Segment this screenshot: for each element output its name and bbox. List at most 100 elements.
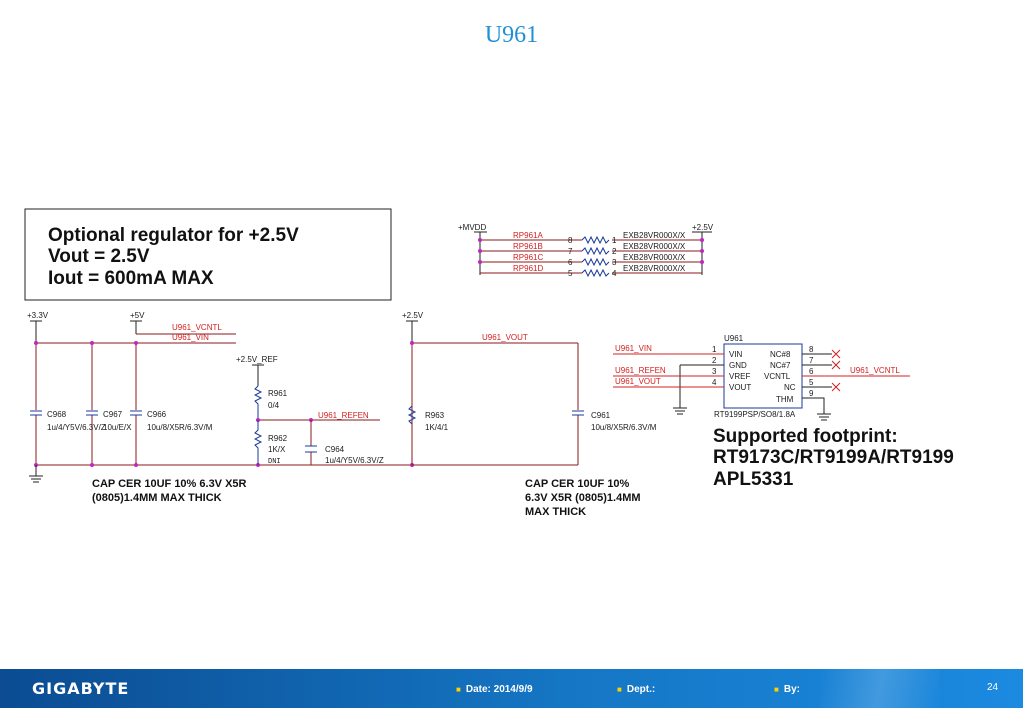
nc-cross-icon: [831, 349, 841, 392]
junction-dot: [410, 341, 414, 345]
rpack-row: RP961A 8 1 EXB28VR000X/X: [478, 231, 704, 245]
ic-pin-name: VREF: [729, 372, 750, 381]
ic-pin-num: 5: [809, 378, 814, 387]
note-line-1: Optional regulator for +2.5V: [48, 225, 299, 246]
rpack-ref: RP961A: [513, 231, 543, 240]
net-label-vin-ic: U961_VIN: [615, 344, 652, 353]
bullet-icon: ■: [456, 685, 461, 694]
component-ref: C966: [147, 410, 167, 419]
ic-pin-name: VOUT: [729, 383, 751, 392]
net-label-refen-ic: U961_REFEN: [615, 366, 666, 375]
note-line-2: Vout = 2.5V: [48, 246, 150, 267]
rpack-row: RP961C 6 3 EXB28VR000X/X: [478, 253, 704, 267]
component-ref: R961: [268, 389, 288, 398]
footer-dept-text: Dept.:: [626, 684, 656, 695]
ic-pin-num: 3: [712, 367, 717, 376]
component-value: 0/4: [268, 401, 280, 410]
rpack-pin-right: 4: [612, 269, 617, 278]
rpack-pin-left: 8: [568, 236, 573, 245]
bullet-icon: ■: [774, 685, 779, 694]
net-label-vout-left: U961_VOUT: [482, 333, 528, 342]
rail-label-mvdd: +MVDD: [458, 223, 486, 232]
cap-note-left-line-1: CAP CER 10UF 10% 6.3V X5R: [92, 478, 247, 490]
junction-dot: [90, 341, 94, 345]
cap-note-right-line-3: MAX THICK: [525, 506, 586, 518]
junction-dot: [134, 463, 138, 467]
ic-pin-num: 8: [809, 345, 814, 354]
ic-pin-num: 9: [809, 389, 814, 398]
component-value: 1K/4/1: [425, 423, 449, 432]
cap-note-right-line-2: 6.3V X5R (0805)1.4MM: [525, 492, 641, 504]
component-ref: C968: [47, 410, 67, 419]
component-ref: C961: [591, 411, 611, 420]
rpack-pin-right: 2: [612, 247, 617, 256]
footprint-note: Supported footprint: RT9173C/RT9199A/RT9…: [713, 426, 954, 490]
rail-label-3v3: +3.3V: [27, 311, 49, 320]
ic-body: [723, 343, 803, 409]
rpack-value: EXB28VR000X/X: [623, 242, 686, 251]
schematic: Optional regulator for +2.5V Vout = 2.5V…: [24, 208, 954, 518]
rpack-value: EXB28VR000X/X: [623, 231, 686, 240]
cap-note-left-line-2: (0805)1.4MM MAX THICK: [92, 492, 222, 504]
footprint-line-1: Supported footprint:: [713, 426, 898, 447]
ic-pin-name: THM: [776, 395, 794, 404]
junction-dot: [478, 260, 482, 264]
net-label-vcntl-ic: U961_VCNTL: [850, 366, 900, 375]
rpack-row: RP961D 5 4 EXB28VR000X/X: [480, 264, 702, 278]
net-label-vin-left: U961_VIN: [172, 333, 209, 342]
component-flag: DNI: [268, 458, 281, 466]
rpack-pin-right: 1: [612, 236, 617, 245]
output-network: +2.5V U961_VOUT R963 1K/4/1 C961 10u/8/X…: [402, 311, 657, 518]
rpack-row: RP961B 7 2 EXB28VR000X/X: [478, 242, 704, 256]
footer-bar: GIGABYTE ■ Date: 2014/9/9 ■Dept.: ■ By: 24: [0, 669, 1023, 708]
cap-note-right-line-1: CAP CER 10UF 10%: [525, 478, 630, 490]
rail-label-5v: +5V: [130, 311, 145, 320]
page-title: U961: [484, 22, 539, 48]
footer-date: ■ Date: 2014/9/9: [456, 684, 533, 695]
rail-label-2v5-pack: +2.5V: [692, 223, 714, 232]
ic-ref: U961: [724, 334, 744, 343]
note-line-3: Iout = 600mA MAX: [48, 268, 214, 289]
junction-dot: [478, 249, 482, 253]
net-label-vout-ic: U961_VOUT: [615, 377, 661, 386]
page-number: 24: [987, 682, 999, 693]
ic-pin-num: 2: [712, 356, 717, 365]
footprint-line-2: RT9173C/RT9199A/RT9199: [713, 447, 954, 468]
component-value: 10u/8/X5R/6.3V/M: [147, 423, 213, 432]
junction-dot: [700, 238, 704, 242]
ic-part-number: RT9199PSP/SO8/1.8A: [714, 410, 796, 419]
rpack-ref: RP961C: [513, 253, 543, 262]
rpack-ref: RP961B: [513, 242, 543, 251]
footer-by-text: By:: [783, 684, 800, 695]
component-value: 10u/E/X: [103, 423, 132, 432]
rpack-pin-left: 6: [568, 258, 573, 267]
capacitor-c966: C966 10u/8/X5R/6.3V/M: [130, 410, 213, 432]
ic-u961: U961 U961_VIN U961_REFEN U961_VOUT 1 2 3…: [613, 334, 910, 421]
ic-pin-num: 6: [809, 367, 814, 376]
ic-pin-num: 7: [809, 356, 814, 365]
component-ref: C967: [103, 410, 123, 419]
ground-symbol: [29, 465, 43, 483]
footer-shine: [820, 669, 940, 708]
resistor-pack: +MVDD +2.5V RP961A 8 1 EXB28VR000X/X RP9…: [458, 223, 714, 278]
footer-date-text: Date: 2014/9/9: [465, 684, 533, 695]
ic-pin-name: GND: [729, 361, 747, 370]
footer-by: ■ By:: [774, 684, 800, 695]
ic-pin-name: NC#8: [770, 350, 791, 359]
junction-dot: [134, 341, 138, 345]
footer-dept: ■Dept.:: [617, 684, 655, 695]
junction-dot: [478, 238, 482, 242]
junction-dot: [90, 463, 94, 467]
rail-label-2v5: +2.5V: [402, 311, 424, 320]
reference-divider: +2.5V_REF R961 0/4 U961_REFEN R962 1K/X …: [236, 355, 384, 466]
component-ref: C964: [325, 445, 345, 454]
junction-dot: [700, 260, 704, 264]
gigabyte-logo: GIGABYTE: [32, 679, 130, 698]
capacitor-c967: C967 10u/E/X: [86, 410, 132, 432]
net-label-vcntl-left: U961_VCNTL: [172, 323, 222, 332]
junction-dot: [34, 341, 38, 345]
component-ref: R963: [425, 411, 445, 420]
rpack-ref: RP961D: [513, 264, 543, 273]
ic-pin-name: NC: [784, 383, 796, 392]
ic-pin-name: VIN: [729, 350, 743, 359]
